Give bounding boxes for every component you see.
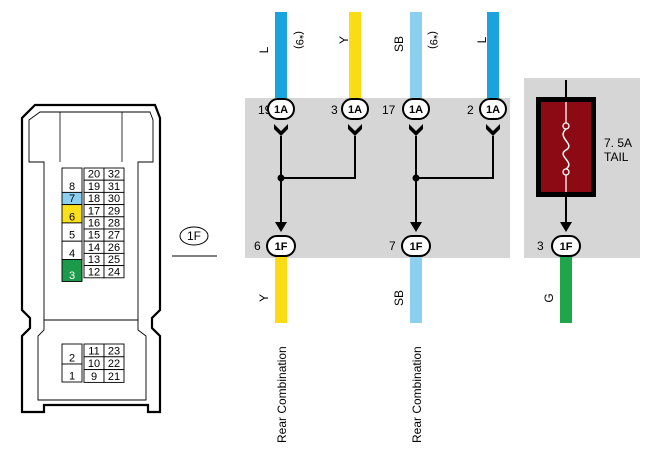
pin-cell-21-box [103, 369, 125, 383]
pin-cell-14: 14 [88, 242, 100, 254]
conn-label: 1F [410, 241, 423, 253]
arrowheads-down [275, 222, 572, 232]
connector-id-badge: 1F [172, 226, 217, 257]
pin-cell-1: 1 [69, 371, 75, 383]
wire-o2-color: SB [392, 290, 406, 306]
pin-cell-23: 23 [108, 345, 120, 357]
pin-number: 6 [254, 239, 261, 253]
pin-cell-3-box [61, 259, 83, 282]
pin-cell-28: 28 [108, 218, 120, 230]
wire-w4-color: L [475, 36, 489, 43]
wire-w1-color: L [257, 46, 271, 53]
pin-number: 17 [382, 103, 396, 117]
pin-cell-17: 17 [88, 205, 100, 217]
pin-cell-8: 8 [69, 181, 75, 193]
pin-3-1A: 3 1A [331, 98, 369, 120]
wire-w2 [349, 12, 361, 98]
pin-3-1F: 3 1F [537, 235, 581, 257]
conn-label: 1A [409, 104, 423, 116]
fuse-name: TAIL [604, 150, 629, 164]
dest-rear-combination-2: Rear Combination [410, 346, 424, 443]
wire-w3-note: (*9) [427, 31, 439, 49]
fuse-rating: 7. 5A [604, 136, 632, 150]
pin-cell-18: 18 [88, 193, 100, 205]
pin-7-1F: 7 1F [389, 235, 431, 257]
pin-cell-5: 5 [69, 230, 75, 242]
pin-cell-24: 24 [108, 266, 120, 278]
pin-cell-27: 27 [108, 230, 120, 242]
wire-o1 [275, 257, 287, 323]
pin-number: 3 [331, 103, 338, 117]
junction-dot [412, 174, 420, 182]
pin-cell-32: 32 [108, 169, 120, 181]
dest-rear-combination-1: Rear Combination [275, 346, 289, 443]
pin-cell-31: 31 [108, 181, 120, 193]
conn-label: 1A [274, 104, 288, 116]
wire-o2 [410, 257, 422, 323]
pin-cell-10: 10 [88, 358, 100, 370]
pin-number: 2 [467, 103, 474, 117]
wire-w1 [275, 12, 287, 98]
wire-o3-color: G [542, 293, 556, 302]
pin-cell-30: 30 [108, 193, 120, 205]
pin-cell-16: 16 [88, 218, 100, 230]
conn-label: 1F [560, 241, 573, 253]
pin-cell-6: 6 [69, 211, 75, 223]
wire-w3-color: SB [392, 36, 406, 52]
pin-cell-13: 13 [88, 254, 100, 266]
pin-6-1F: 6 1F [254, 235, 296, 257]
fuse-tail: 7. 5A TAIL [536, 80, 632, 226]
pin-cell-25: 25 [108, 254, 120, 266]
pin-cell-29: 29 [108, 205, 120, 217]
pin-cell-3: 3 [69, 270, 75, 282]
pin-cell-4: 4 [69, 248, 75, 260]
pin-cell-20: 20 [88, 169, 100, 181]
wire-o3 [560, 257, 572, 323]
pin-cell-9: 9 [91, 371, 97, 383]
conn-label: 1A [348, 104, 362, 116]
pin-2-1A: 2 1A [467, 98, 507, 120]
junction-dot [277, 174, 285, 182]
connector-inner-outline [28, 111, 154, 401]
pin-number: 7 [389, 239, 396, 253]
pin-cell-26: 26 [108, 242, 120, 254]
pin-cell-22: 22 [108, 358, 120, 370]
pin-cell-19: 19 [88, 181, 100, 193]
wire-o1-color: Y [257, 294, 271, 302]
pin-cell-7: 7 [69, 193, 75, 205]
pin-cell-21: 21 [108, 371, 120, 383]
pin-cell-24-box [103, 265, 125, 279]
wire-w4 [487, 12, 499, 98]
pin-cell-11: 11 [88, 345, 99, 357]
wire-w2-color: Y [337, 36, 351, 44]
conn-label: 1A [486, 104, 500, 116]
pin-number: 3 [537, 239, 544, 253]
wire-w1-note: (*9) [293, 31, 305, 49]
pin-cell-1-box [61, 363, 83, 383]
pin-cell-12: 12 [88, 266, 100, 278]
conn-label: 1F [275, 241, 288, 253]
connector-id-label: 1F [187, 229, 201, 243]
chevron-arrows-top [274, 124, 500, 136]
pin-17-1A: 17 1A [382, 98, 430, 120]
wire-w3 [410, 12, 422, 98]
pin-cell-2: 2 [69, 353, 75, 365]
pin-cell-15: 15 [88, 230, 100, 242]
pin-19-1A: 19 1A [258, 98, 295, 120]
